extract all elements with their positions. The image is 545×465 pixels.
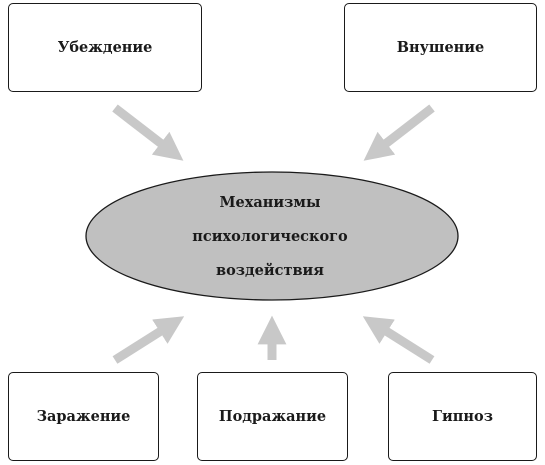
center-label-line-1: Механизмы [219, 194, 321, 211]
center-label: Механизмы психологического воздействия [150, 186, 390, 288]
node-suggestion-label: Внушение [396, 39, 485, 56]
arrow-from-bottom-left [112, 316, 185, 364]
node-persuasion-label: Убеждение [57, 39, 153, 56]
node-suggestion: Внушение [344, 3, 537, 92]
center-label-line-2: психологического [192, 228, 348, 245]
node-contagion-label: Заражение [36, 408, 131, 425]
center-label-line-3: воздействия [216, 262, 324, 279]
node-imitation-label: Подражание [218, 408, 327, 425]
arrow-from-bottom-right [362, 316, 435, 364]
node-contagion: Заражение [8, 372, 159, 461]
node-imitation: Подражание [197, 372, 348, 461]
node-hypnosis: Гипноз [388, 372, 537, 461]
center-ellipse [85, 171, 459, 301]
arrow-from-top-right [363, 104, 435, 161]
arrow-from-top-left [112, 104, 184, 161]
node-persuasion: Убеждение [8, 3, 202, 92]
node-hypnosis-label: Гипноз [432, 408, 493, 425]
